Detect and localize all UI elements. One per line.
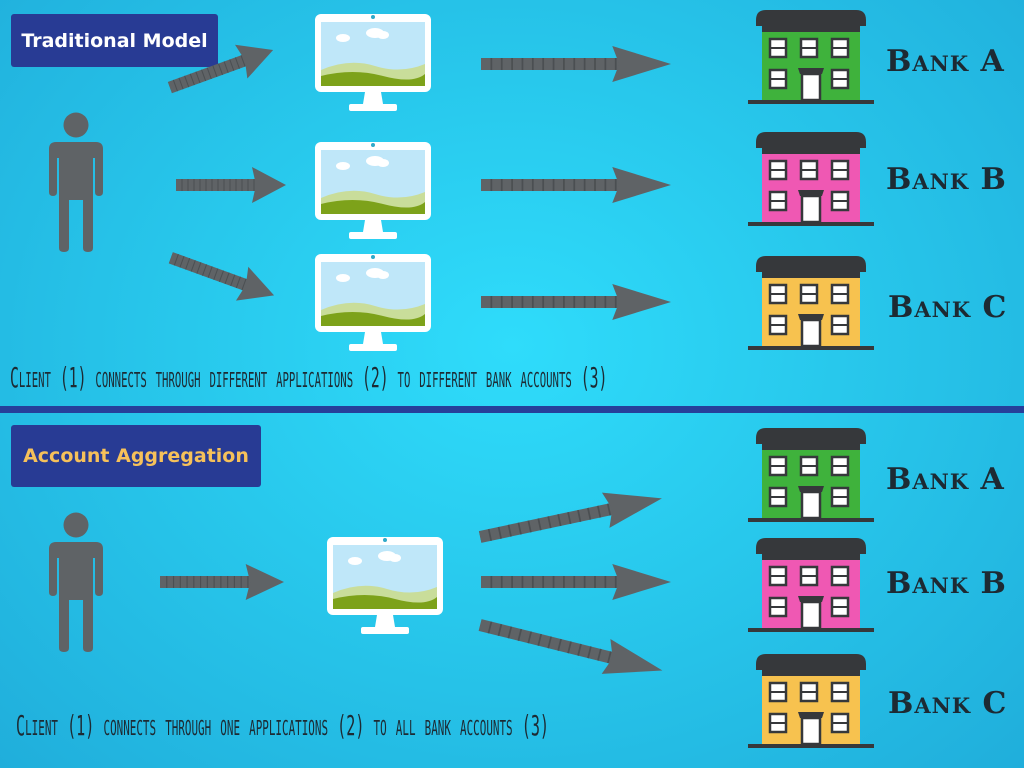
section-divider [0,406,1024,413]
bank-building-icon [746,426,876,524]
aggregation-caption: Client (1) connects through one applicat… [16,710,550,743]
person-icon [46,512,106,652]
arrow-right-icon [159,237,285,316]
computer-monitor-icon [313,12,433,114]
bank-building-icon [746,254,876,352]
traditional-model-label-text: Traditional Model [21,29,208,52]
arrow-right-icon [160,562,284,602]
bank-b-label: Bank B [886,162,1007,197]
person-icon [46,112,106,252]
bank-c-label: Bank C [888,290,1008,325]
computer-monitor-icon [313,140,433,242]
bank-building-icon [746,536,876,634]
arrow-right-icon [476,479,666,557]
account-aggregation-label-text: Account Aggregation [23,445,249,467]
arrow-right-icon [481,562,671,602]
bank-a-label: Bank A [886,462,1005,497]
bank-a-label: Bank A [886,44,1005,79]
computer-monitor-icon [325,535,445,637]
traditional-caption: Client (1) connects through different ap… [10,362,608,395]
arrow-right-icon [481,282,671,322]
bank-building-icon [746,130,876,228]
account-aggregation-label: Account Aggregation [11,425,261,487]
arrow-right-icon [475,606,667,690]
arrow-right-icon [170,165,292,205]
traditional-model-label: Traditional Model [11,14,218,67]
arrow-right-icon [481,44,671,84]
arrow-right-icon [481,165,671,205]
bank-c-label: Bank C [888,686,1008,721]
bank-b-label: Bank B [886,566,1007,601]
bank-building-icon [746,8,876,106]
computer-monitor-icon [313,252,433,354]
bank-building-icon [746,652,876,750]
